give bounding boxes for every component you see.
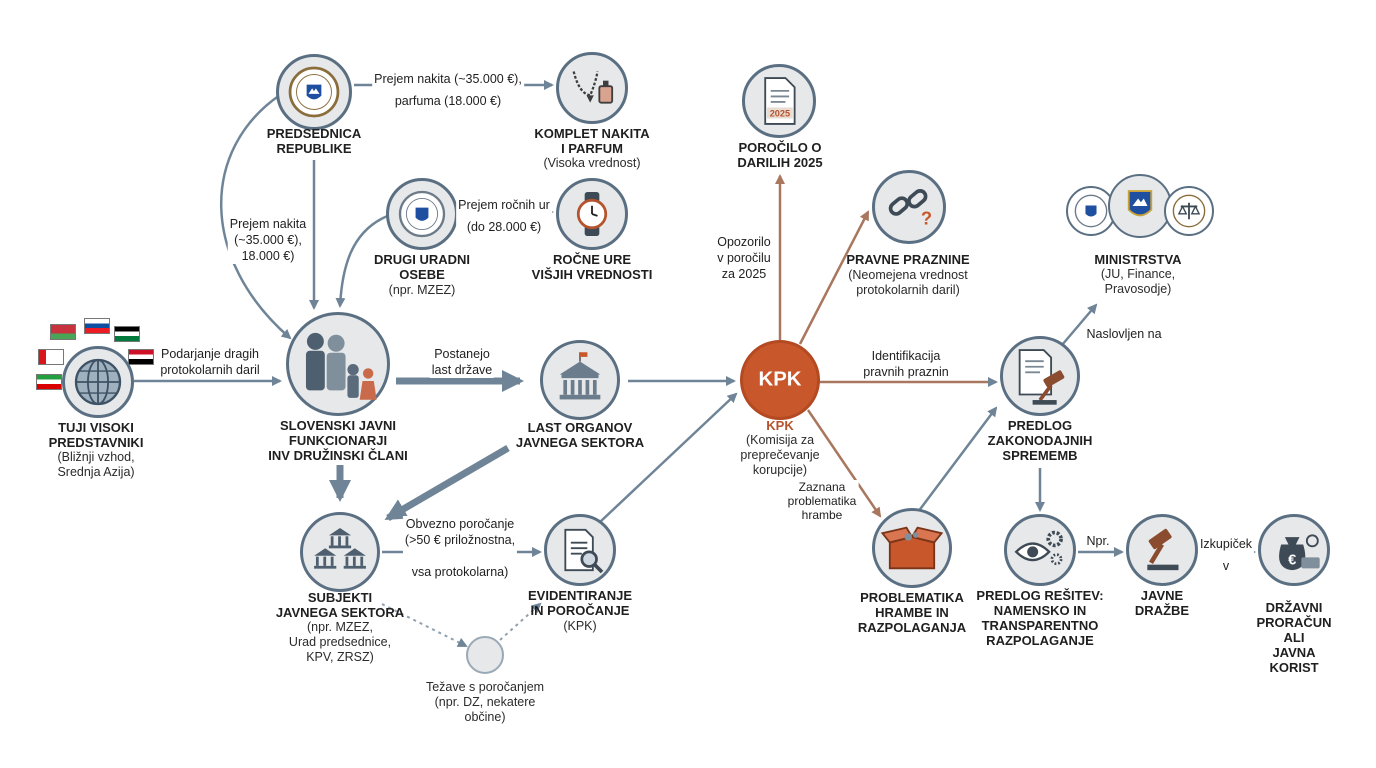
money-bag-icon: € xyxy=(1279,534,1320,571)
label-podarjanje: Podarjanje dragih protokolarnih daril xyxy=(158,346,262,378)
resitev-node[interactable] xyxy=(1004,514,1076,586)
doc-year-text: 2025 xyxy=(770,109,790,119)
government-building-icon xyxy=(559,352,601,400)
kpk-title: KPK xyxy=(766,418,794,433)
edge-subjekti-tezave xyxy=(381,603,468,647)
flag-slovenia-icon xyxy=(84,318,110,334)
edge-last-subjekti xyxy=(384,444,510,522)
label-naslovljen: Naslovljen na xyxy=(1084,326,1164,342)
label-opozorilo: Opozorilo v poročilu za 2025 xyxy=(715,234,773,282)
label-zaznana: Zaznana problematika hrambe xyxy=(785,480,859,522)
label-postanejo: Postanejo last države xyxy=(429,346,495,378)
seal-center-icon xyxy=(1108,174,1172,238)
subjekti-node[interactable] xyxy=(300,512,380,592)
ministrstva-seals xyxy=(1066,174,1214,246)
last-node[interactable] xyxy=(540,340,620,420)
evidentiranje-sub: (KPK) xyxy=(563,619,597,633)
edge-hramba-predlog xyxy=(917,406,998,513)
evidentiranje-title: EVIDENTIRANJE IN POROČANJE xyxy=(527,588,633,618)
label-identifikacija: Identifikacija pravnih praznin xyxy=(861,348,951,380)
kpk-logo: KPK xyxy=(759,369,802,391)
broken-chain-icon: ? xyxy=(888,189,932,228)
last-title: LAST ORGANOV JAVNEGA SEKTORA xyxy=(515,420,645,450)
flag-oman-icon xyxy=(38,349,64,365)
tezave-sub: Težave s poročanjem (npr. DZ, nekatere o… xyxy=(425,680,545,724)
drazbe-title: JAVNE DRAŽBE xyxy=(1134,588,1190,618)
nakit-sub: (Visoka vrednost) xyxy=(543,156,641,170)
subjekti-title: SUBJEKTI JAVNEGA SEKTORA xyxy=(275,590,405,620)
porocilo-node[interactable]: 2025 xyxy=(742,64,816,138)
praznine-sub: (Neomejena vrednost protokolarnih daril) xyxy=(848,268,968,297)
gavel-icon xyxy=(1147,528,1179,571)
flag-belarus-icon xyxy=(50,324,76,340)
subjekti-sub: (npr. MZEZ, Urad predsednice, KPV, ZRSZ) xyxy=(288,620,392,664)
nakit-title: KOMPLET NAKITA I PARFUM xyxy=(534,126,650,156)
praznine-title: PRAVNE PRAZNINE xyxy=(846,252,970,267)
edge-kpk-hramba xyxy=(806,409,882,518)
institutions-icon xyxy=(314,527,366,569)
label-izkupicek: Izkupiček v xyxy=(1197,533,1255,577)
proracun-node[interactable]: € xyxy=(1258,514,1330,586)
tezave-node[interactable] xyxy=(466,636,504,674)
gavel-document-icon xyxy=(1018,349,1065,405)
watch-icon xyxy=(576,192,608,236)
drazbe-node[interactable] xyxy=(1126,514,1198,586)
kpk-node[interactable]: KPK xyxy=(740,340,820,420)
flag-iran-icon xyxy=(36,374,62,390)
edge-predlog-ministrstva xyxy=(1061,303,1098,346)
drugi-sub: (npr. MZEZ) xyxy=(388,283,456,297)
hramba-title: PROBLEMATIKA HRAMBE IN RAZPOLAGANJA xyxy=(857,590,967,635)
flag-jordan-icon xyxy=(114,326,140,342)
nakit-node[interactable] xyxy=(556,52,628,124)
seal-icon xyxy=(288,66,340,118)
edge-kpk-praznine xyxy=(798,210,870,345)
ure-title: ROČNE URE VIŠJIH VREDNOSTI xyxy=(531,252,653,282)
family-icon xyxy=(305,332,377,400)
box-icon xyxy=(880,526,944,570)
proracun-title: DRŽAVNI PRORAČUN ALI JAVNA KORIST xyxy=(1256,600,1332,675)
ministrstva-sub: (JU, Finance, Pravosodje) xyxy=(1100,267,1176,296)
tuji-title: TUJI VISOKI PREDSTAVNIKI xyxy=(48,420,144,450)
edge-evidentiranje-kpk xyxy=(599,392,738,523)
svg-text:€: € xyxy=(1288,553,1296,569)
hramba-node[interactable] xyxy=(872,508,952,588)
label-prejem-nakita-left: Prejem nakita (~35.000 €), 18.000 €) xyxy=(227,216,309,264)
tuji-sub: (Bližnji vzhod, Srednja Azija) xyxy=(57,450,135,479)
label-obvezno: Obvezno poročanje (>50 € priložnostna, v… xyxy=(402,516,518,580)
flag-syria-icon xyxy=(128,349,154,365)
eye-gears-icon xyxy=(1014,530,1063,566)
predlog-zak-node[interactable] xyxy=(1000,336,1080,416)
evidentiranje-node[interactable] xyxy=(544,514,616,586)
funkcionarji-node[interactable] xyxy=(286,312,390,416)
globe-node[interactable] xyxy=(62,346,134,418)
label-prejem-ur: Prejem ročnih ur (do 28.000 €) xyxy=(456,194,552,238)
praznine-node[interactable]: ? xyxy=(872,170,946,244)
seal-icon xyxy=(398,190,446,238)
predlog-zak-title: PREDLOG ZAKONODAJNIH SPREMEMB xyxy=(987,418,1093,463)
drugi-title: DRUGI URADNI OSEBE xyxy=(373,252,471,282)
edge-drugi-funkcionarji xyxy=(335,213,391,308)
ministrstva-title: MINISTRSTVA xyxy=(1094,252,1182,267)
edge-predsednica-funkcionarji-curve xyxy=(219,93,292,340)
predsednica-node[interactable] xyxy=(276,54,352,130)
report-document-icon: 2025 xyxy=(764,77,796,125)
scales-seal-icon xyxy=(1164,186,1214,236)
drugi-node[interactable] xyxy=(386,178,458,250)
label-npr: Npr. xyxy=(1084,533,1112,549)
porocilo-title: POROČILO O DARILIH 2025 xyxy=(737,140,823,170)
necklace-perfume-icon xyxy=(572,71,614,104)
edge-tezave-evidentiranje xyxy=(499,602,542,641)
predsednica-title: PREDSEDNICA REPUBLIKE xyxy=(266,126,362,156)
globe-icon xyxy=(74,358,122,406)
seal-left-icon xyxy=(1066,186,1116,236)
ure-node[interactable] xyxy=(556,178,628,250)
kpk-sub: (Komisija za preprečevanje korupcije) xyxy=(740,433,820,477)
document-search-icon xyxy=(564,528,604,574)
resitev-title: PREDLOG REŠITEV: NAMENSKO IN TRANSPARENT… xyxy=(976,588,1104,648)
label-prejem-nakita-top: Prejem nakita (~35.000 €), parfuma (18.0… xyxy=(372,68,524,112)
svg-text:?: ? xyxy=(921,207,932,228)
funkcionarji-title: SLOVENSKI JAVNI FUNKCIONARJI INV DRUŽINS… xyxy=(268,418,408,463)
kpk-logo-text: KPK xyxy=(759,369,802,391)
